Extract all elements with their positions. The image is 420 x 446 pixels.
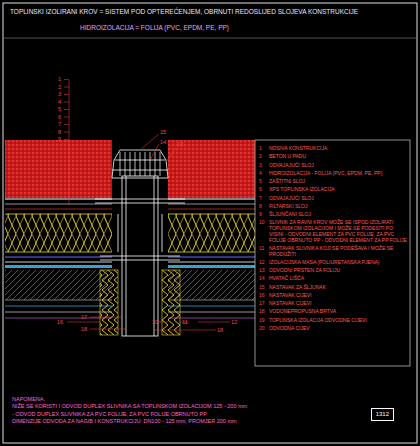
note-text: NIŽE SE KORISTI I ODVOD DUPLEX SLIVNIKA …: [12, 403, 342, 409]
drawing-number: 1312: [376, 411, 389, 418]
legend-number: 5: [259, 179, 262, 185]
legend-number: 19: [259, 318, 265, 324]
legend-number: 3: [259, 163, 262, 169]
legend-text: ODVODNA CIJEV: [269, 326, 407, 332]
legend-text: ZAŠTITNI SLOJ: [269, 179, 407, 185]
legend-text: TOPLINSKA IZOLACIJA ODVODNE CIJEVI: [269, 318, 407, 324]
legend-text: XPS TOPLINSKA IZOLACIJA: [269, 187, 407, 193]
legend-number: 16: [259, 293, 265, 299]
legend-text: NOSIVA KONSTRUKCIJA: [269, 146, 407, 152]
legend-number: 17: [259, 301, 265, 307]
legend-text: NASTAVAK SLIVNIKA KOJI SE PODEŠAVA I MOŽ…: [269, 246, 407, 258]
callout-number: 3: [58, 91, 61, 97]
legend-number: 20: [259, 326, 265, 332]
note-text: - ODVOD DUPLEX SLIVNIKA ZA PVC FOLIJE, Z…: [12, 411, 342, 417]
callout-number: 9: [58, 136, 61, 142]
legend-text: ODVAJAJUĆI SLOJ: [269, 163, 407, 169]
drawing-number-box: 1312: [371, 408, 394, 421]
legend-number: 12: [259, 260, 265, 266]
callout-number: 10: [152, 319, 158, 325]
callout-number: 18: [217, 327, 223, 333]
callout-number: 14: [160, 139, 166, 145]
legend-number: 11: [259, 246, 264, 252]
legend-text: IZOLACIJSKA MASA (POLIURETANSKA PJENA): [269, 260, 407, 266]
legend-number: 13: [259, 268, 265, 274]
callout-number: 7: [58, 121, 61, 127]
legend-text: ODVODNI PRSTEN ZA FOLIJU: [269, 268, 407, 274]
legend-number: 8: [259, 204, 262, 210]
legend-text: VODONEPROPUSNA BRTVA: [269, 309, 407, 315]
legend-text: FILTARSKI SLOJ: [269, 204, 407, 210]
legend-number: 7: [259, 196, 262, 202]
note-text: NAPOMENA:: [12, 396, 342, 402]
legend-text: ODVAJAJUĆI SLOJ: [269, 196, 407, 202]
legend-text: HIDROIZOLACIJA - FOLIJA (PVC, EPDM, PE, …: [269, 171, 407, 177]
legend-number: 1: [259, 146, 262, 152]
legend-number: 6: [259, 187, 262, 193]
callout-number: 13: [177, 141, 183, 147]
callout-number: 5: [58, 106, 61, 112]
callout-number: 8: [58, 129, 61, 135]
legend-number: 15: [259, 285, 265, 291]
legend-text: NASTAVAK CIJEVI: [269, 301, 407, 307]
legend-text: NASTAVAK ZA ŠLJUNAK: [269, 285, 407, 291]
legend-number: 2: [259, 154, 262, 160]
callout-number: 18: [81, 326, 87, 332]
legend-number: 10: [259, 220, 265, 226]
callout-number: 12: [231, 319, 237, 325]
callout-number: 16: [57, 319, 63, 325]
callout-number: 17: [81, 314, 87, 320]
legend-number: 4: [259, 171, 262, 177]
callout-number: 15: [160, 129, 166, 135]
callout-number: 2: [58, 84, 61, 90]
callout-number: 1: [58, 76, 61, 82]
callout-number: 6: [58, 114, 61, 120]
legend-text: SLIVNIK ZA RAVNI KROV MOŽE SE ISPOD IZOL…: [269, 220, 407, 243]
legend-number: 14: [259, 276, 265, 282]
legend-text: ŠLJUNČANI SLOJ: [269, 212, 407, 218]
subtitle: HIDROIZOLACIJA = FOLIJA (PVC, EPDM, PE, …: [80, 24, 229, 31]
legend-text: HVATAČ LIŠĆA: [269, 276, 407, 282]
callout-number: 4: [58, 99, 61, 105]
note-text: DIMENZIJE ODVODA ZA NAGIB I KONSTRUKCIJU…: [12, 418, 342, 424]
legend-text: BETON U PADU: [269, 154, 407, 160]
callout-number: 11: [182, 319, 188, 325]
drawing-title: TOPLINSKI IZOLIRANI KROV = SISTEM POD OP…: [10, 8, 410, 15]
legend-number: 18: [259, 309, 265, 315]
legend-number: 9: [259, 212, 262, 218]
legend-text: NASTAVAK CIJEVI: [269, 293, 407, 299]
